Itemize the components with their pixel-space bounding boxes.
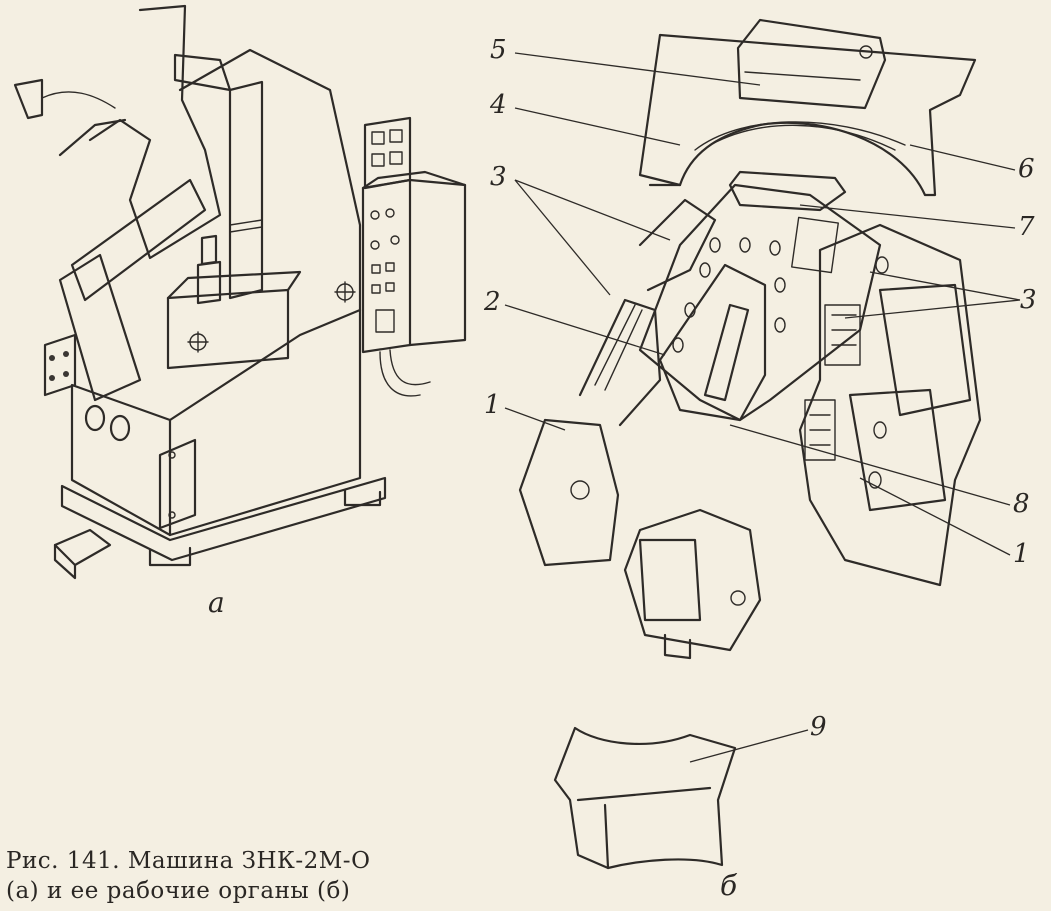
callout-7: 7 [1018,212,1035,242]
vertical-duct [228,80,264,300]
callout-3-left: 3 [490,162,507,192]
block-9 [553,726,737,870]
callout-4: 4 [489,90,507,120]
figure-caption: Рис. 141. Машина ЗНК-2М-О (а) и ее рабоч… [6,846,466,906]
caption-line-1: Рис. 141. Машина ЗНК-2М-О [6,848,371,874]
top-arch-part [638,33,977,197]
bolt-holes [672,237,786,353]
callout-5: 5 [490,35,507,65]
right-jaws [798,223,982,587]
machine-illustration: а [13,4,467,619]
left-jaw [518,418,620,567]
foot-pedal [53,528,112,567]
central-frame [638,183,882,422]
callout-9: 9 [810,712,827,742]
sublabel-a: а [208,586,225,619]
callout-8: 8 [1013,489,1030,519]
top-bracket-7 [728,170,847,212]
machine-base [60,476,387,562]
sublabel-b: б [720,869,738,902]
working-organs-illustration: 5 4 3 6 7 3 2 1 8 1 9 б [483,18,1037,902]
callout-1-left: 1 [484,390,501,420]
callout-3-right: 3 [1020,285,1037,315]
slot-plate [658,263,767,422]
callout-1-right: 1 [1013,539,1030,569]
control-box [166,288,290,370]
caption-line-2: (а) и ее рабочие органы (б) [6,878,351,904]
inclined-rail [70,178,207,302]
lamp [13,78,44,120]
callout-leaders [504,52,1021,763]
block-5 [736,18,887,110]
machine-body [70,383,172,537]
bottom-plate [623,508,762,652]
callout-2: 2 [483,287,501,317]
callout-6: 6 [1018,154,1035,184]
feed-chute [88,4,222,260]
